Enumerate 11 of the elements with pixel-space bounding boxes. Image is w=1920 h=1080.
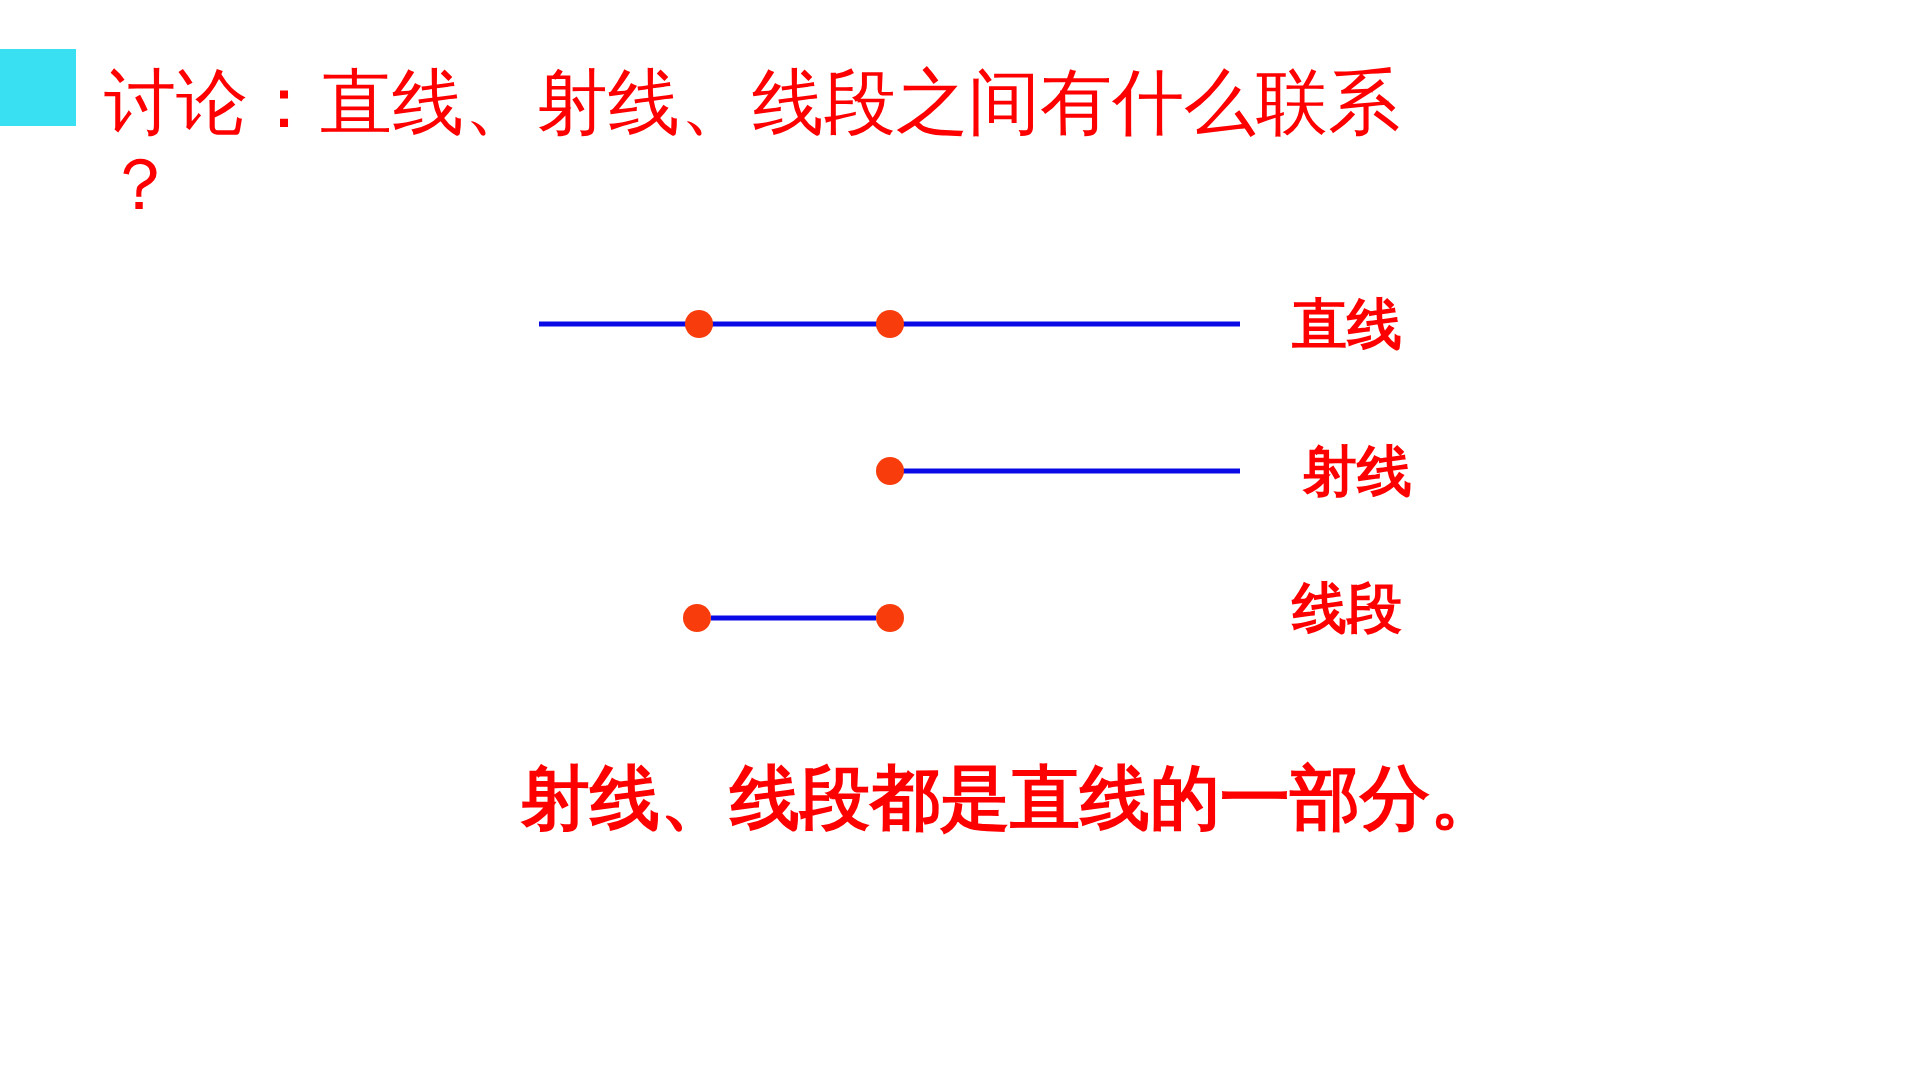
line-segment (711, 615, 876, 621)
point-dot (683, 604, 711, 632)
term-label: 直线 (1292, 296, 1402, 352)
conclusion-text: 射线、线段都是直线的一部分。 (520, 763, 1500, 833)
term-label: 射线 (1302, 443, 1412, 499)
point-dot (685, 310, 713, 338)
point-dot (876, 604, 904, 632)
point-dot (876, 310, 904, 338)
slide-title: 讨论：直线、射线、线段之间有什么联系？ (104, 61, 1401, 225)
term-label: 线段 (1292, 580, 1402, 636)
point-dot (876, 457, 904, 485)
